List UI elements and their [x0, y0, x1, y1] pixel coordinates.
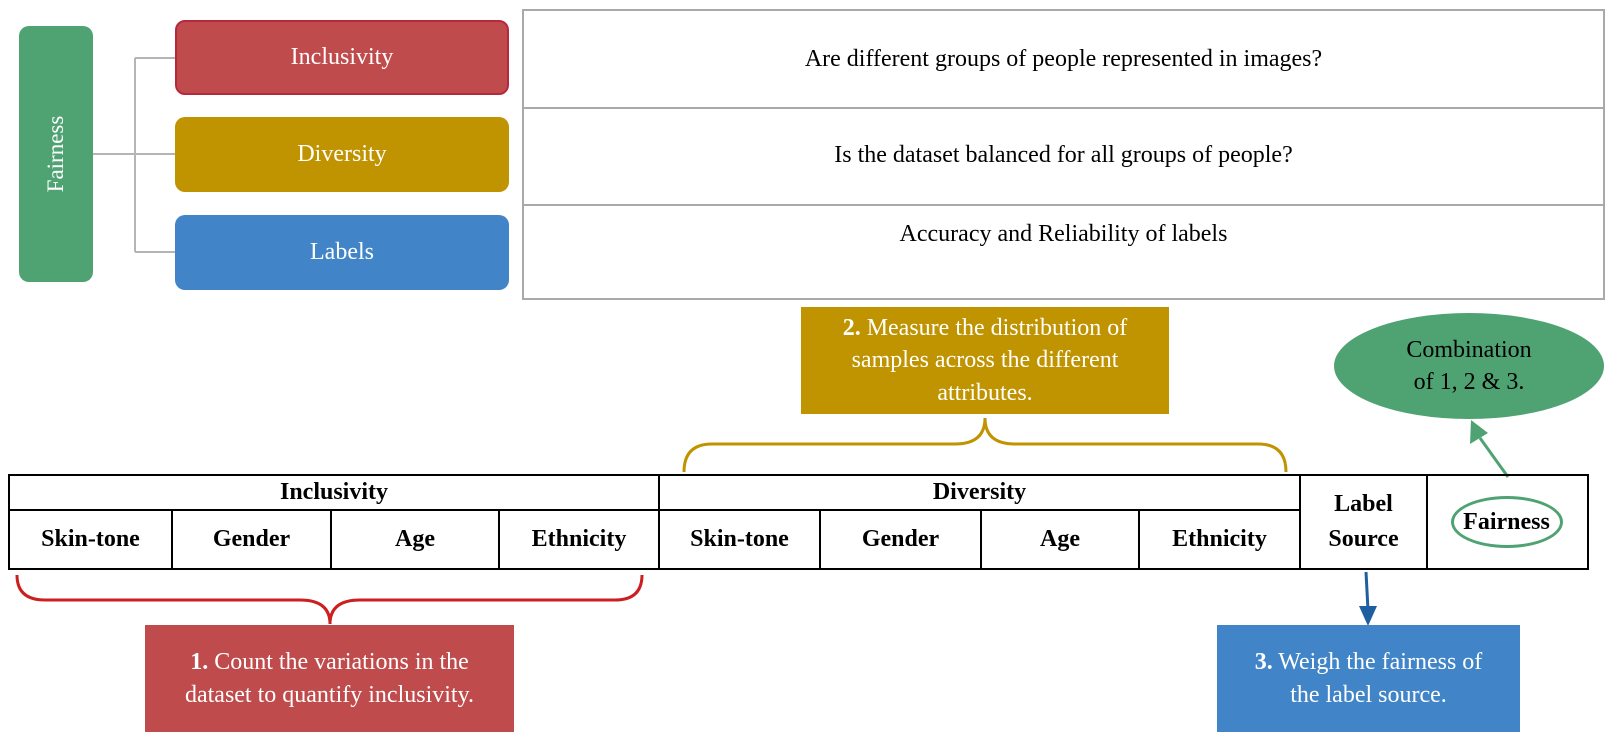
labels-node-label: Labels — [310, 239, 374, 265]
step3-number: 3. — [1254, 649, 1273, 676]
fairness-arrowhead — [1470, 420, 1488, 444]
step1-line1: Count the variations in the — [208, 649, 469, 676]
combination-line2: of 1, 2 & 3. — [1413, 369, 1525, 395]
fairness-cell: Fairness — [1428, 476, 1587, 568]
inclusivity-description: Are different groups of people represent… — [524, 11, 1603, 109]
label-source-arrowhead — [1359, 606, 1377, 626]
fairness-root-label: Fairness — [43, 115, 68, 193]
diversity-skin-tone: Skin-tone — [690, 526, 789, 553]
diversity-node-label: Diversity — [297, 141, 387, 167]
step3-line1: Weigh the fairness of — [1272, 649, 1483, 676]
step3-line2: the label source. — [1290, 681, 1447, 708]
step2-line3: attributes. — [937, 379, 1033, 406]
diversity-age: Age — [1040, 526, 1080, 553]
label-source-arrow — [1364, 571, 1370, 611]
inclusivity-node: Inclusivity — [175, 20, 509, 95]
fairness-root-node: Fairness — [19, 26, 93, 282]
step2-number: 2. — [842, 314, 861, 341]
combination-line1: Combination — [1406, 336, 1532, 363]
labels-node: Labels — [175, 215, 509, 290]
label-source-cell: Label Source — [1301, 476, 1426, 568]
attribute-table: Inclusivity Diversity Skin-tone Gender A… — [8, 474, 1589, 570]
diversity-ethnicity: Ethnicity — [1172, 526, 1267, 553]
diversity-description: Is the dataset balanced for all groups o… — [524, 107, 1603, 206]
inclusivity-age: Age — [395, 526, 435, 553]
diversity-group-header: Diversity — [932, 479, 1027, 506]
step2-callout: 2. Measure the distribution of samples a… — [801, 307, 1169, 414]
inclusivity-gender: Gender — [212, 526, 291, 553]
tree-connectors — [93, 57, 175, 253]
description-table: Are different groups of people represent… — [522, 9, 1605, 300]
step2-line1: Measure the distribution of — [860, 314, 1128, 341]
diversity-node: Diversity — [175, 117, 509, 192]
combination-ellipse: Combination of 1, 2 & 3. — [1334, 313, 1604, 419]
inclusivity-skin-tone: Skin-tone — [41, 526, 140, 553]
step3-callout: 3. Weigh the fairness of the label sourc… — [1217, 625, 1520, 732]
diversity-gender: Gender — [861, 526, 940, 553]
labels-description: Accuracy and Reliability of labels — [899, 221, 1228, 247]
inclusivity-brace — [15, 574, 644, 625]
diversity-brace — [682, 417, 1288, 473]
label-source-line1: Label — [1334, 491, 1393, 518]
step1-number: 1. — [190, 649, 209, 676]
inclusivity-node-label: Inclusivity — [290, 44, 394, 70]
inclusivity-ethnicity: Ethnicity — [531, 526, 627, 553]
fairness-cell-label: Fairness — [1463, 508, 1550, 535]
step1-line2: dataset to quantify inclusivity. — [184, 681, 475, 708]
fairness-oval: Fairness — [1450, 496, 1563, 548]
step2-line2: samples across the different — [851, 347, 1119, 374]
label-source-line2: Source — [1328, 526, 1399, 552]
fairness-arrow — [1478, 437, 1510, 478]
inclusivity-group-header: Inclusivity — [279, 479, 389, 506]
step1-callout: 1. Count the variations in the dataset t… — [145, 625, 514, 732]
